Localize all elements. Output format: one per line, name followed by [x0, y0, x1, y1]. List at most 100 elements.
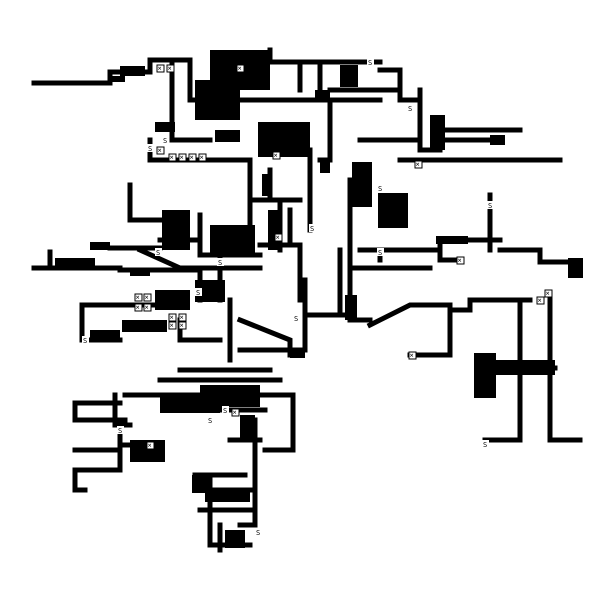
room-block	[195, 80, 210, 120]
room-block	[215, 130, 240, 142]
room-block	[90, 330, 120, 342]
map-marker: S	[294, 315, 298, 323]
cross-tile	[134, 303, 143, 312]
corridor-segment	[136, 246, 263, 271]
room-block	[130, 440, 165, 462]
marker-backdrop	[309, 224, 316, 232]
marker-backdrop	[82, 336, 89, 344]
marker-backdrop	[162, 136, 169, 144]
corridor-segment	[497, 247, 573, 265]
cross-tile	[156, 64, 165, 73]
cross-tile	[168, 153, 177, 162]
corridor-segment	[127, 182, 168, 223]
map-marker: S	[378, 249, 382, 257]
room-block	[122, 320, 167, 332]
cross-icon: ×	[416, 161, 420, 169]
marker-backdrop	[195, 288, 202, 296]
marker-backdrop	[293, 314, 300, 322]
room-block	[495, 360, 555, 375]
marker-backdrop	[407, 104, 414, 112]
map-marker: S	[223, 407, 227, 415]
cross-icon: ×	[190, 154, 194, 162]
map-marker: S	[378, 185, 382, 193]
corridor-segment	[112, 392, 133, 428]
marker-layer: SSSSSSSSSSSSSSSSSS××××××××××××××××××××××…	[82, 58, 553, 537]
room-layer	[55, 50, 583, 548]
room-block	[195, 280, 225, 302]
room-block	[290, 348, 305, 358]
room-block	[320, 158, 330, 173]
corridor-segment	[447, 297, 533, 313]
room-block	[240, 415, 255, 440]
room-block	[378, 193, 408, 228]
cross-icon: ×	[276, 234, 280, 242]
marker-backdrop	[367, 58, 374, 66]
room-block	[568, 258, 583, 278]
map-marker: S	[408, 105, 412, 113]
cross-tile	[231, 408, 240, 417]
map-marker: S	[488, 202, 492, 210]
map-marker: S	[218, 259, 222, 267]
room-block	[225, 530, 245, 548]
cross-tile	[168, 313, 177, 322]
corridor-segment	[169, 57, 213, 143]
cross-tile	[536, 296, 545, 305]
cross-tile	[414, 160, 423, 169]
map-marker: S	[163, 137, 167, 145]
cross-icon: ×	[170, 314, 174, 322]
corridor-segment	[437, 237, 463, 263]
cross-icon: ×	[546, 290, 550, 298]
cross-tile	[456, 256, 465, 265]
cross-icon: ×	[233, 409, 237, 417]
marker-backdrop	[482, 440, 489, 448]
cross-tile	[408, 351, 417, 360]
cross-icon: ×	[158, 65, 162, 73]
marker-backdrop	[377, 248, 384, 256]
corridor-segment	[72, 400, 128, 423]
map-marker: S	[196, 289, 200, 297]
map-marker: S	[368, 59, 372, 67]
marker-backdrop	[155, 248, 162, 256]
cross-icon: ×	[136, 304, 140, 312]
room-block	[430, 115, 445, 150]
marker-backdrop	[217, 258, 224, 266]
room-block	[352, 162, 372, 207]
room-block	[262, 174, 268, 196]
cross-tile	[178, 321, 187, 330]
room-block	[155, 290, 190, 310]
cross-tile	[143, 303, 152, 312]
map-marker: S	[256, 529, 260, 537]
cross-icon: ×	[180, 322, 184, 330]
room-block	[90, 242, 110, 250]
cross-icon: ×	[148, 442, 152, 450]
cross-tile	[178, 313, 187, 322]
map-marker: S	[118, 427, 122, 435]
room-block	[210, 90, 240, 120]
cross-icon: ×	[145, 294, 149, 302]
cross-tile	[274, 233, 283, 242]
marker-backdrop	[487, 201, 494, 209]
cross-tile	[188, 153, 197, 162]
room-block	[155, 122, 175, 132]
cross-tile	[236, 64, 245, 73]
cross-tile	[198, 153, 207, 162]
cross-tile	[156, 146, 165, 155]
cross-tile	[168, 321, 177, 330]
corridor-segment	[547, 297, 583, 443]
room-block	[258, 122, 310, 157]
cross-icon: ×	[274, 152, 278, 160]
corridor-segment	[257, 392, 296, 453]
cross-icon: ×	[238, 65, 242, 73]
cross-icon: ×	[180, 154, 184, 162]
cross-icon: ×	[180, 314, 184, 322]
room-block	[192, 475, 212, 493]
room-block	[340, 65, 358, 87]
cross-tile	[166, 64, 175, 73]
corridor-segment	[377, 67, 423, 103]
cross-icon: ×	[168, 65, 172, 73]
cross-tile	[143, 293, 152, 302]
room-block	[474, 353, 496, 398]
room-block	[268, 210, 280, 250]
cross-icon: ×	[410, 352, 414, 360]
